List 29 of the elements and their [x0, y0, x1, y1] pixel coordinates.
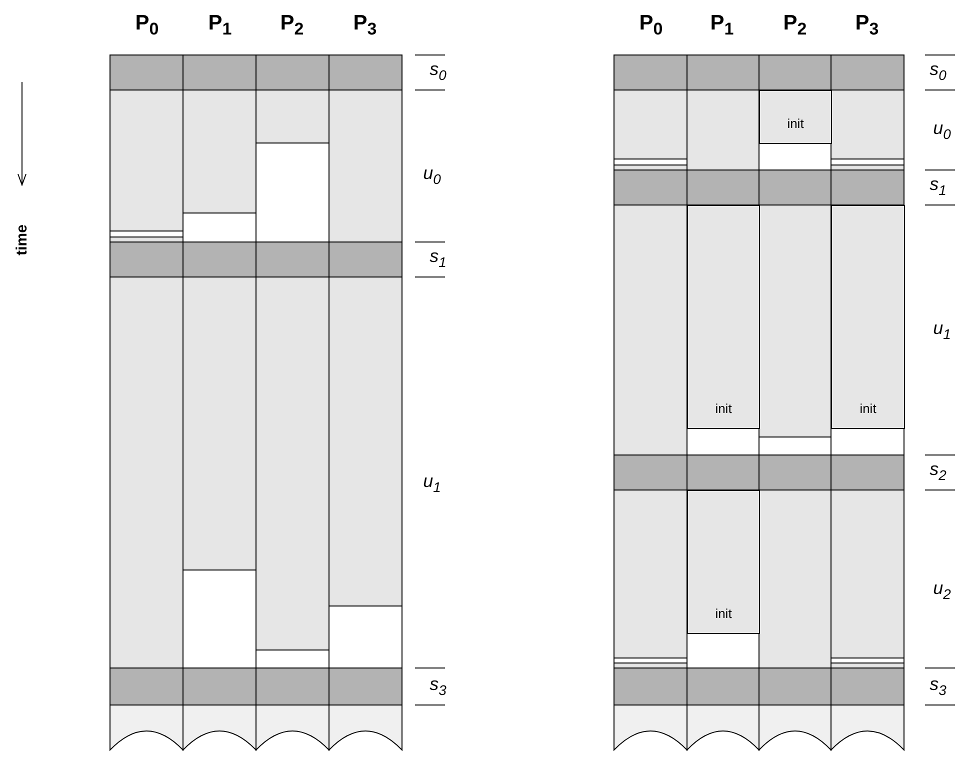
process-header: P$_{3}$ — [353, 12, 377, 38]
work-phase-label: u$_{0}$ — [423, 164, 441, 186]
process-header: P$_{0}$ — [135, 12, 159, 38]
process-header: P$_{1}$ — [710, 12, 734, 38]
sync-phase-label: s$_{0}$ — [430, 60, 446, 82]
block-label: init — [787, 116, 804, 131]
process-header: P$_{3}$ — [855, 12, 879, 38]
block-label: init — [715, 606, 732, 621]
sync-phase-label: s$_{1}$ — [430, 247, 446, 269]
sync-phase-label: s$_{3}$ — [930, 675, 946, 697]
sync-phase-label: s$_{2}$ — [930, 460, 946, 482]
work-phase-label: u$_{1}$ — [423, 472, 441, 494]
work-block — [759, 90, 832, 144]
axis-label: time — [14, 224, 30, 256]
work-block — [687, 490, 760, 634]
process-header: P$_{2}$ — [783, 12, 807, 38]
work-phase-label: u$_{1}$ — [933, 319, 951, 341]
sync-phase-label: s$_{3}$ — [430, 675, 446, 697]
process-header: P$_{0}$ — [639, 12, 663, 38]
work-block — [687, 205, 760, 429]
work-phase-label: u$_{2}$ — [933, 579, 951, 601]
block-label: init — [860, 401, 876, 416]
work-phase-label: u$_{0}$ — [933, 119, 951, 141]
process-header: P$_{2}$ — [280, 12, 304, 38]
sync-phase-label: s$_{1}$ — [930, 175, 946, 197]
block-label: init — [715, 401, 732, 416]
sync-phase-label: s$_{0}$ — [930, 60, 946, 82]
work-block — [831, 205, 905, 429]
process-header: P$_{1}$ — [208, 12, 232, 38]
